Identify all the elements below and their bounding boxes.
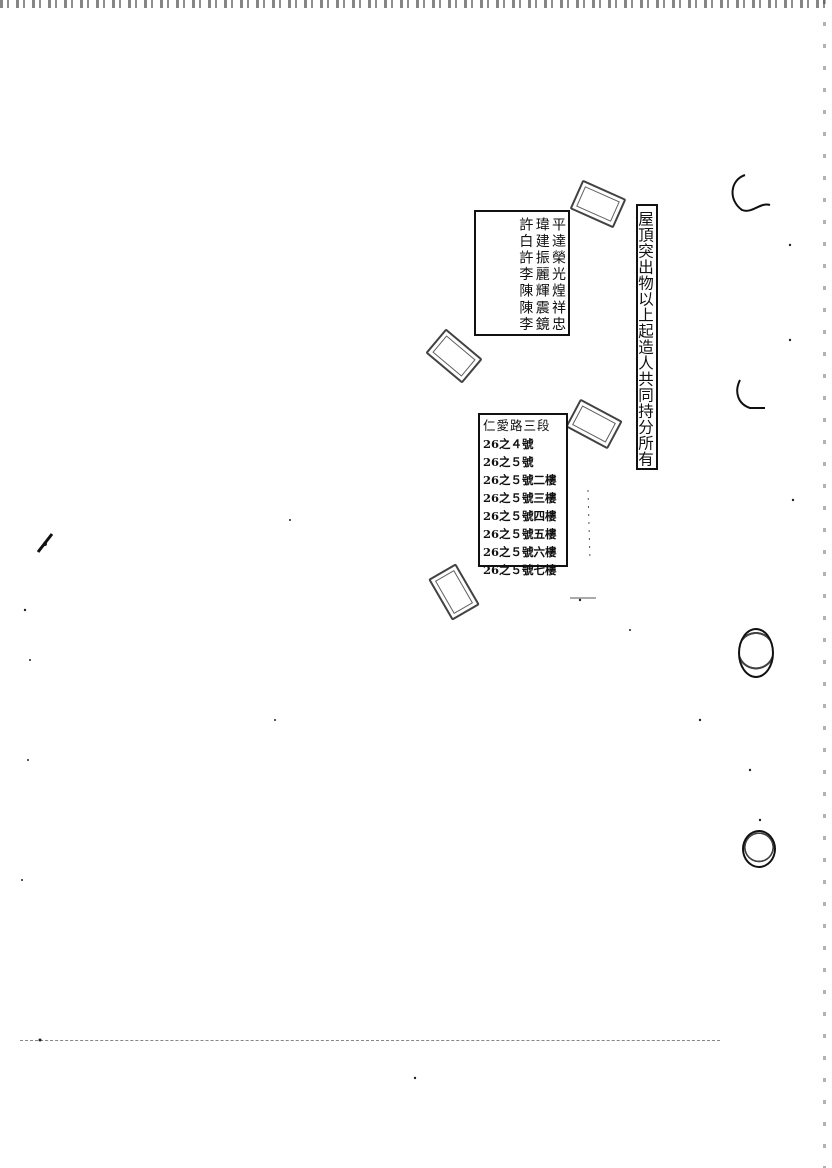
owners-box: 平達榮光煌祥忠 瑋建振麗輝震鏡 許白許李陳陳李 — [474, 210, 570, 336]
address-heading: 仁愛路三段 — [483, 418, 551, 433]
owners-column: 許白許李陳陳李 — [517, 217, 534, 334]
owners-column: 平達榮光煌祥忠 — [550, 217, 566, 334]
address-row: 26之５號六樓 — [483, 545, 557, 559]
address-row: 26之５號 — [483, 455, 534, 469]
address-row: 26之５號三樓 — [483, 491, 557, 505]
address-row: 26之５號七樓 — [483, 563, 557, 577]
hole-punch-icon — [742, 830, 776, 868]
hole-punch-icon — [738, 628, 774, 678]
address-row: 26之５號五樓 — [483, 527, 557, 541]
address-row: 26之４號 — [483, 437, 534, 451]
rooftop-ownership-note: 屋頂突出物以上起造人共同持分所有 — [636, 204, 658, 470]
scan-edge-top — [0, 0, 832, 8]
page-rule — [20, 1040, 720, 1041]
address-row: 26之５號二樓 — [483, 473, 557, 487]
address-box: 仁愛路三段 26之４號 26之５號 26之５號二樓 26之５號三樓 26之５號四… — [478, 413, 568, 577]
owners-column: 瑋建振麗輝震鏡 — [533, 217, 550, 334]
scan-edge-right — [823, 0, 826, 1168]
address-row: 26之５號四樓 — [483, 509, 557, 523]
